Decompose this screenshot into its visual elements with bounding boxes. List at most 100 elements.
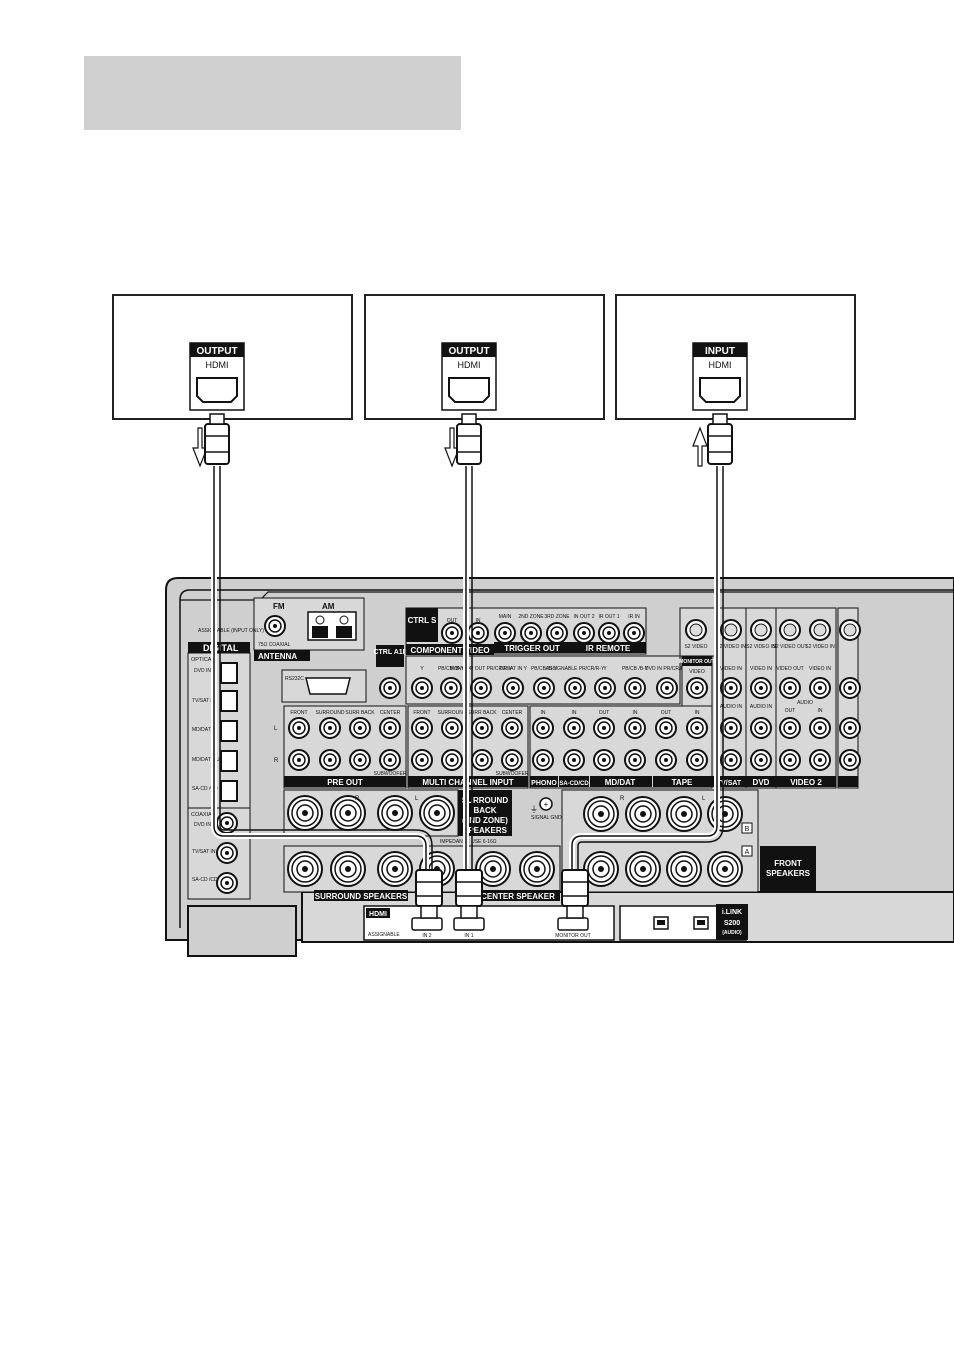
- fm-sub-label: 75Ω COAXIAL: [258, 642, 291, 648]
- svg-text:SPEAKERS: SPEAKERS: [463, 826, 508, 835]
- center-speaker-label: CENTER SPEAKER: [481, 892, 555, 901]
- comp-col-7: Y: [603, 666, 607, 672]
- svg-text:+: +: [544, 800, 549, 809]
- sacd-in: IN: [572, 710, 577, 716]
- ir-remote-label: IR REMOTE: [586, 644, 631, 653]
- ir-col-3: IR IN: [628, 614, 640, 620]
- tape-in: IN: [695, 710, 700, 716]
- mci-col-2: SURROUND: [438, 710, 467, 716]
- mci-col-3: SURR BACK: [467, 710, 497, 716]
- optical-label: OPTICAL: [191, 657, 215, 663]
- coaxial-label: COAXIAL: [191, 812, 215, 818]
- tvsat-audio-label: AUDIO IN: [720, 704, 743, 710]
- speaker-a-label: A: [745, 849, 750, 856]
- flow-arrow-down-1: [192, 427, 208, 468]
- device-2-port-name: HDMI: [458, 360, 481, 370]
- hdmi-label: HDMI: [369, 911, 387, 918]
- s2-video-label: S2 VIDEO: [684, 644, 707, 650]
- svg-text:i.LINK: i.LINK: [722, 909, 742, 916]
- sacd-label: SA-CD/CD: [559, 781, 589, 787]
- svg-text:(2ND ZONE): (2ND ZONE): [462, 816, 508, 825]
- surround-speakers-label: SURROUND SPEAKERS: [315, 892, 408, 901]
- v2-audio-in: IN: [818, 708, 823, 714]
- speaker-b-label: B: [745, 826, 750, 833]
- phono-label: PHONO: [531, 780, 557, 787]
- monitor-out-label: MONITOR OUT: [679, 659, 714, 665]
- hdmi-cable-2: [463, 466, 473, 870]
- hdmi-monitor-out-label: MONITOR OUT: [555, 933, 590, 939]
- comp-col-6: ASSIGNABLE PR/CR/R-Y: [546, 666, 605, 672]
- phono-in: IN: [541, 710, 546, 716]
- receiver-foot: [187, 905, 297, 957]
- tvsat-s2-label: S2 VIDEO IN: [716, 644, 746, 650]
- comp-col-4: TV/SAT IN Y: [499, 666, 528, 672]
- plug-device-2: [456, 413, 482, 465]
- pre-out-col-1: FRONT: [290, 710, 307, 716]
- coax-port-label-1: DVD IN: [194, 822, 211, 828]
- speaker-terminals: R L SURROUND BACK (2ND ZONE) SPEAKERS ⏚ …: [283, 789, 816, 901]
- ilink-panel: i.LINK S200 (AUDIO): [619, 904, 748, 941]
- monitor-video-label: VIDEO: [689, 669, 705, 675]
- plug-receiver-monitor-out: [561, 869, 589, 919]
- mci-col-1: FRONT: [413, 710, 430, 716]
- pre-out-r: R: [274, 758, 279, 764]
- tape-out: OUT: [661, 710, 672, 716]
- tape-label: TAPE: [672, 778, 693, 787]
- coax-port-label-3: SA-CD /CD IN: [192, 877, 224, 883]
- mddat-out: OUT: [599, 710, 610, 716]
- ir-col-1: IN OUT 2: [573, 614, 594, 620]
- dvd-s2-label: S2 VIDEO IN: [746, 644, 776, 650]
- svg-text:SPEAKERS: SPEAKERS: [766, 869, 811, 878]
- digital-port-label-2: TV/SAT IN: [192, 698, 216, 704]
- display-hdmi-port: INPUT HDMI: [692, 342, 748, 411]
- coax-port-label-2: TV/SAT IN: [192, 849, 216, 855]
- v2-audio-label: AUDIO: [797, 700, 813, 706]
- am-label: AM: [322, 602, 335, 611]
- hdmi-in2-label: IN 2: [422, 933, 431, 939]
- dvd-label: DVD: [753, 778, 770, 787]
- device-2-port-type: OUTPUT: [448, 346, 489, 357]
- antenna-label: ANTENNA: [258, 652, 297, 661]
- svg-text:⏚: ⏚: [530, 805, 538, 814]
- hdmi-in1-label: IN 1: [464, 933, 473, 939]
- header-bar: [84, 56, 461, 130]
- v2-audio-out: OUT: [785, 708, 796, 714]
- pre-out-l: L: [274, 726, 278, 732]
- rs232c-label: RS232C: [285, 676, 304, 682]
- sb-l: L: [415, 796, 419, 802]
- ctrl-s-in-label: IN: [476, 618, 481, 624]
- flow-arrow-up-3: [692, 426, 708, 467]
- component-video-label: COMPONENT VIDEO: [410, 646, 489, 655]
- v2-video-out-label: VIDEO OUT: [776, 666, 804, 672]
- mci-col-4: CENTER: [502, 710, 523, 716]
- digital-port-label-4: MD/DAT OUT: [192, 757, 223, 763]
- sb-r: R: [355, 796, 360, 802]
- trigger-out-label: TRIGGER OUT: [504, 644, 560, 653]
- comp-col-2: PB/CB /B-Y: [438, 666, 465, 672]
- dvd-video-label: VIDEO IN: [750, 666, 772, 672]
- comp-col-1: Y: [420, 666, 424, 672]
- device-1-port-type: OUTPUT: [196, 346, 237, 357]
- trigger-col-1: MAIN: [499, 614, 512, 620]
- svg-text:FRONT: FRONT: [774, 859, 802, 868]
- device-1-hdmi-port: OUTPUT HDMI: [189, 342, 245, 411]
- mddat-in: IN: [633, 710, 638, 716]
- v2-s2-out-label: S2 VIDEO OUT: [772, 644, 807, 650]
- v2-s2-in-label: S2 VIDEO IN: [805, 644, 835, 650]
- front-l: L: [702, 796, 706, 802]
- ilink-sub-label: (AUDIO): [722, 930, 742, 936]
- pre-out-label: PRE OUT: [327, 778, 363, 787]
- hdmi-assignable-label: ASSIGNABLE: [368, 932, 400, 938]
- rs232c-port: [305, 677, 351, 695]
- signal-gnd-label: SIGNAL GND: [531, 815, 562, 821]
- comp-col-5: PB/CB /B-Y: [531, 666, 558, 672]
- plug-device-1: [204, 413, 230, 465]
- plug-receiver-in1: [455, 869, 483, 919]
- ctrl-s-out-label: OUT: [447, 618, 458, 624]
- video-inputs: ▼ ▼ ▼ ▼ ▼ S2 VIDEO S2 VIDEO IN VIDEO IN …: [679, 607, 861, 789]
- mci-sub: SUBWOOFER: [496, 771, 529, 777]
- antenna-section: FM 75Ω COAXIAL AM ANTENNA: [253, 597, 365, 661]
- pre-out-col-3: SURR BACK: [345, 710, 375, 716]
- video2-label: VIDEO 2: [790, 778, 822, 787]
